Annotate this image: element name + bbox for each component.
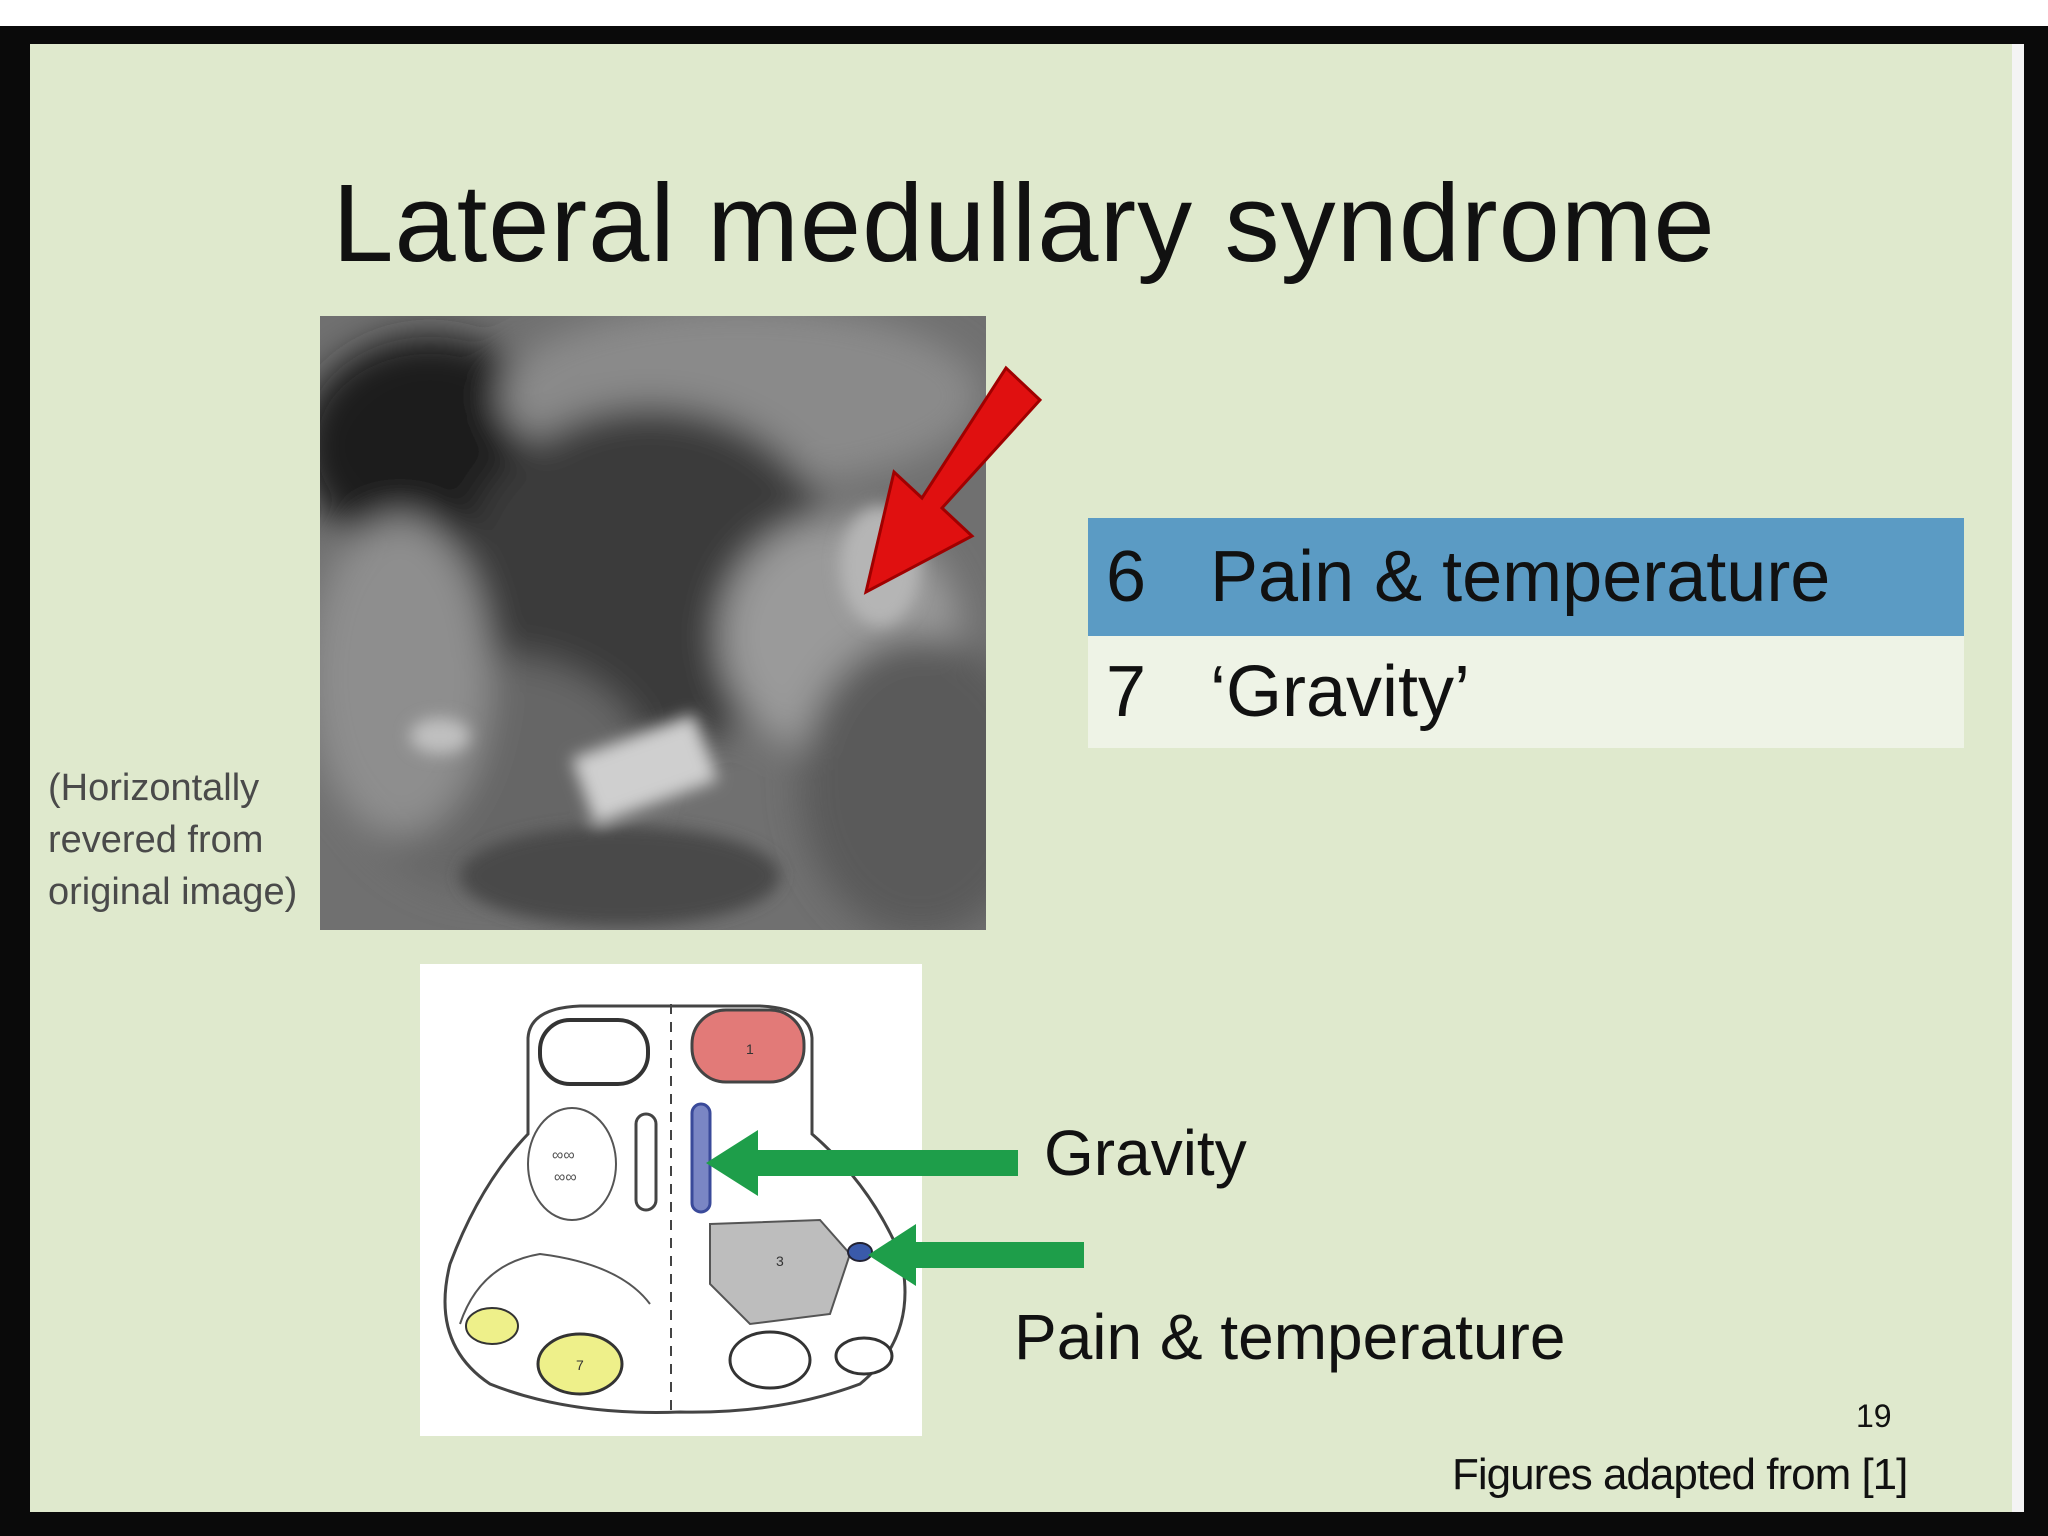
mri-caption-line-1: (Horizontally bbox=[48, 767, 260, 809]
tract-table: 6 Pain & temperature 7 ‘Gravity’ bbox=[1088, 518, 1964, 748]
mri-image bbox=[320, 316, 986, 930]
figure-credit: Figures adapted from [1] bbox=[1452, 1450, 1908, 1499]
row-label: Pain & temperature bbox=[1210, 537, 1831, 617]
red-arrow-icon bbox=[856, 360, 1046, 600]
gravity-label: Gravity bbox=[1044, 1117, 1247, 1189]
pain-temperature-label: Pain & temperature bbox=[1014, 1301, 1566, 1373]
svg-text:1: 1 bbox=[746, 1041, 754, 1057]
green-arrow-icon bbox=[706, 1128, 1018, 1198]
row-number: 6 bbox=[1106, 537, 1147, 617]
slide-title: Lateral medullary syndrome bbox=[332, 162, 1716, 285]
mri-caption: (Horizontally revered from original imag… bbox=[48, 762, 348, 918]
svg-text:∞∞: ∞∞ bbox=[552, 1147, 575, 1164]
mri-caption-line-3: original image) bbox=[48, 871, 298, 913]
table-row: 6 Pain & temperature bbox=[1088, 518, 1964, 636]
green-arrow-icon bbox=[868, 1222, 1084, 1288]
svg-text:7: 7 bbox=[576, 1357, 584, 1373]
svg-text:3: 3 bbox=[776, 1253, 784, 1269]
page-number: 19 bbox=[1856, 1398, 1892, 1434]
svg-text:∞∞: ∞∞ bbox=[554, 1169, 577, 1186]
table-row: 7 ‘Gravity’ bbox=[1088, 636, 1964, 748]
slide-edge bbox=[2012, 44, 2024, 1512]
row-label: ‘Gravity’ bbox=[1210, 652, 1471, 732]
medulla-diagram: 1 ∞∞ ∞∞ ∞∞∞ 3 7 bbox=[420, 964, 922, 1436]
mri-caption-line-2: revered from bbox=[48, 819, 264, 861]
row-number: 7 bbox=[1106, 652, 1147, 732]
